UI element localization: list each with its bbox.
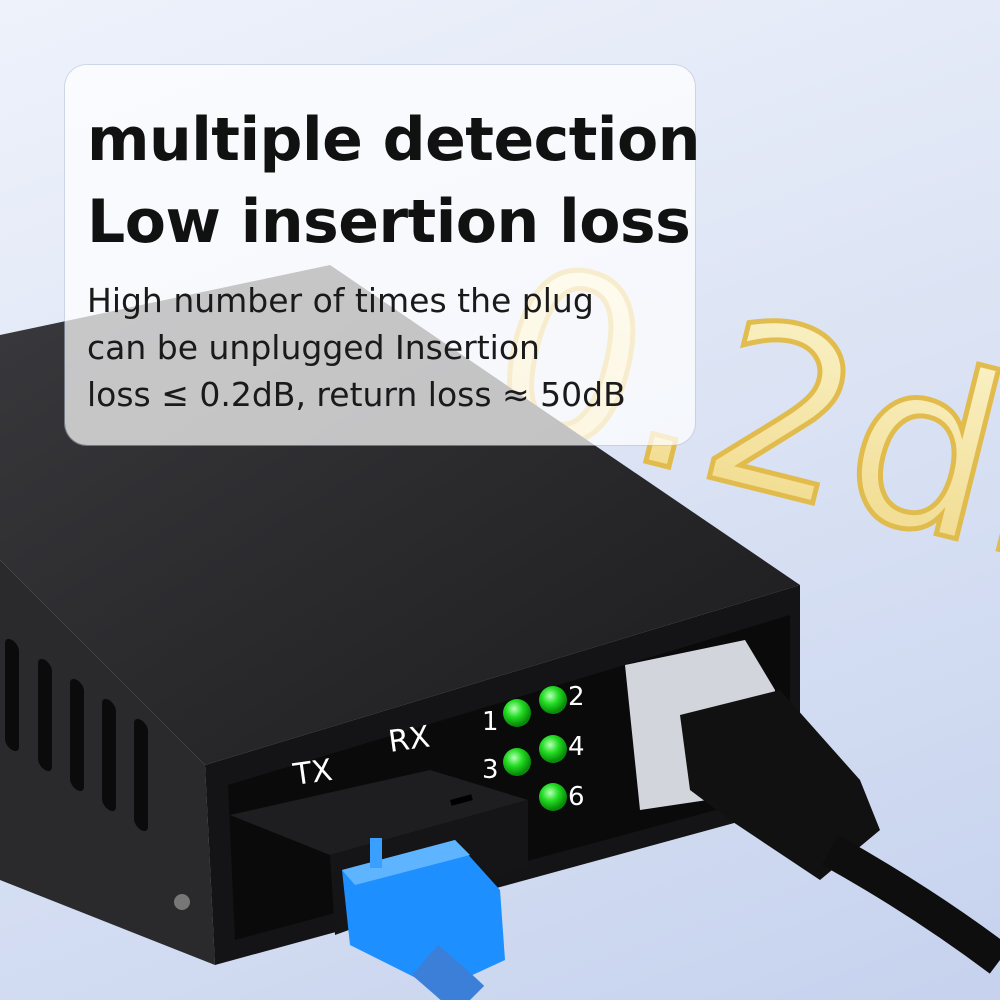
led-2: [539, 686, 567, 714]
led-label: 2: [568, 682, 585, 712]
status-leds: 1 2 3 4 6: [482, 682, 585, 812]
description-line: can be unplugged Insertion: [87, 328, 540, 367]
led-label: 3: [482, 755, 499, 785]
info-card: multiple detection Low insertion loss Hi…: [65, 65, 700, 445]
led-6: [539, 783, 567, 811]
headline-line-2: Low insertion loss: [87, 187, 691, 257]
tx-label: TX: [290, 753, 334, 793]
vents: [5, 638, 148, 832]
sc-connector: [342, 838, 505, 1000]
led-label: 4: [568, 732, 585, 762]
description-line: loss ≤ 0.2dB, return loss ≈ 50dB: [87, 375, 626, 414]
description: High number of times the plug can be unp…: [87, 277, 687, 418]
led-3: [503, 748, 531, 776]
sfp-module-top: [230, 770, 528, 855]
led-4: [539, 735, 567, 763]
led-label: 6: [568, 782, 585, 812]
screw-icon: [174, 894, 190, 910]
led-label: 1: [482, 707, 499, 737]
rj45-connector: [625, 640, 1000, 974]
headline-line-1: multiple detection: [87, 105, 700, 175]
led-1: [503, 699, 531, 727]
description-line: High number of times the plug: [87, 281, 594, 320]
rx-label: RX: [386, 720, 432, 760]
